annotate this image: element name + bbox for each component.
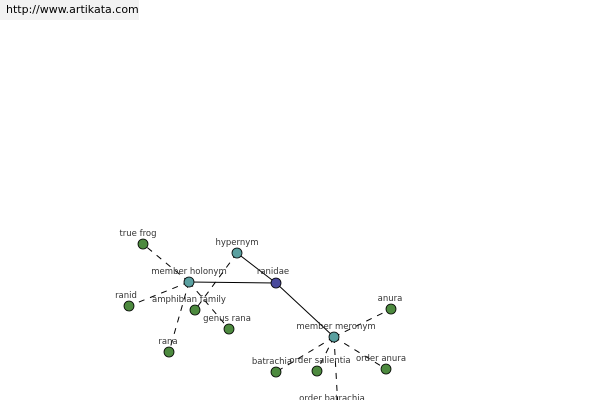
node-rana[interactable] bbox=[163, 346, 175, 358]
node-ranidae[interactable] bbox=[270, 277, 282, 289]
edge-member-holonym-to-rana bbox=[168, 281, 190, 353]
edge-member-holonym-to-true-frog bbox=[142, 243, 190, 283]
node-label-member-holonym[interactable]: member holonym bbox=[151, 267, 226, 277]
node-label-member-meronym[interactable]: member meronym bbox=[296, 322, 375, 332]
node-label-rana[interactable]: rana bbox=[158, 337, 177, 347]
graph-nodes bbox=[123, 238, 397, 378]
edge-member-holonym-to-ranid bbox=[128, 281, 190, 307]
edge-member-meronym-to-order-batrachia bbox=[333, 336, 339, 400]
node-genus-rana[interactable] bbox=[223, 323, 235, 335]
source-url[interactable]: http://www.artikata.com bbox=[0, 0, 139, 20]
node-hypernym[interactable] bbox=[231, 247, 243, 259]
node-anura[interactable] bbox=[385, 303, 397, 315]
node-label-anura[interactable]: anura bbox=[378, 294, 403, 304]
node-label-genus-rana[interactable]: genus rana bbox=[203, 314, 251, 324]
node-order-anura[interactable] bbox=[380, 363, 392, 375]
edge-ranidae-to-member-holonym bbox=[188, 281, 277, 284]
node-member-meronym[interactable] bbox=[328, 331, 340, 343]
graph-edges bbox=[128, 243, 392, 400]
edge-ranidae-to-hypernym bbox=[236, 252, 277, 284]
node-order-salientia[interactable] bbox=[311, 365, 323, 377]
node-label-order-salientia[interactable]: order salientia bbox=[289, 356, 350, 366]
node-label-ranid[interactable]: ranid bbox=[115, 291, 137, 301]
node-label-order-batrachia[interactable]: order batrachia bbox=[299, 394, 365, 400]
node-label-amphibian-family[interactable]: amphibian family bbox=[152, 295, 226, 305]
node-label-order-anura[interactable]: order anura bbox=[356, 354, 406, 364]
node-label-hypernym[interactable]: hypernym bbox=[215, 238, 258, 248]
edge-member-meronym-to-anura bbox=[333, 308, 392, 338]
node-true-frog[interactable] bbox=[137, 238, 149, 250]
edge-ranidae-to-member-meronym bbox=[275, 282, 335, 338]
node-member-holonym[interactable] bbox=[183, 276, 195, 288]
node-label-batrachia[interactable]: batrachia bbox=[252, 357, 292, 367]
graph-labels: ranidae hypernym member holonym member mero… bbox=[115, 229, 406, 400]
node-amphibian-family[interactable] bbox=[189, 304, 201, 316]
node-ranid[interactable] bbox=[123, 300, 135, 312]
node-batrachia[interactable] bbox=[270, 366, 282, 378]
edge-member-holonym-to-genus-rana bbox=[188, 281, 230, 330]
node-label-true-frog[interactable]: true frog bbox=[119, 229, 156, 239]
edge-member-meronym-to-order-anura bbox=[333, 336, 387, 370]
node-label-ranidae[interactable]: ranidae bbox=[257, 267, 289, 277]
